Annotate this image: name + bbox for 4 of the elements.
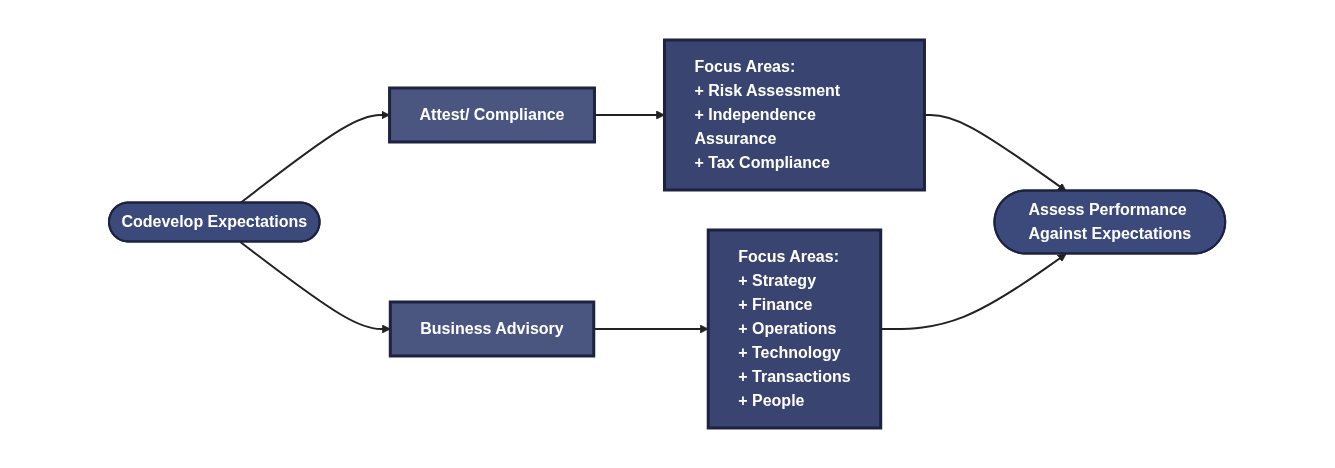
node-box: Focus Areas: + Risk Assessment + Independence Assurance + Tax Compliance	[663, 38, 927, 192]
node-box: Attest/ Compliance	[388, 86, 597, 144]
node-box: Focus Areas: + Strategy + Finance + Operations + Technology + Transactions + People	[707, 228, 883, 430]
node-box: Business Advisory	[389, 300, 596, 358]
